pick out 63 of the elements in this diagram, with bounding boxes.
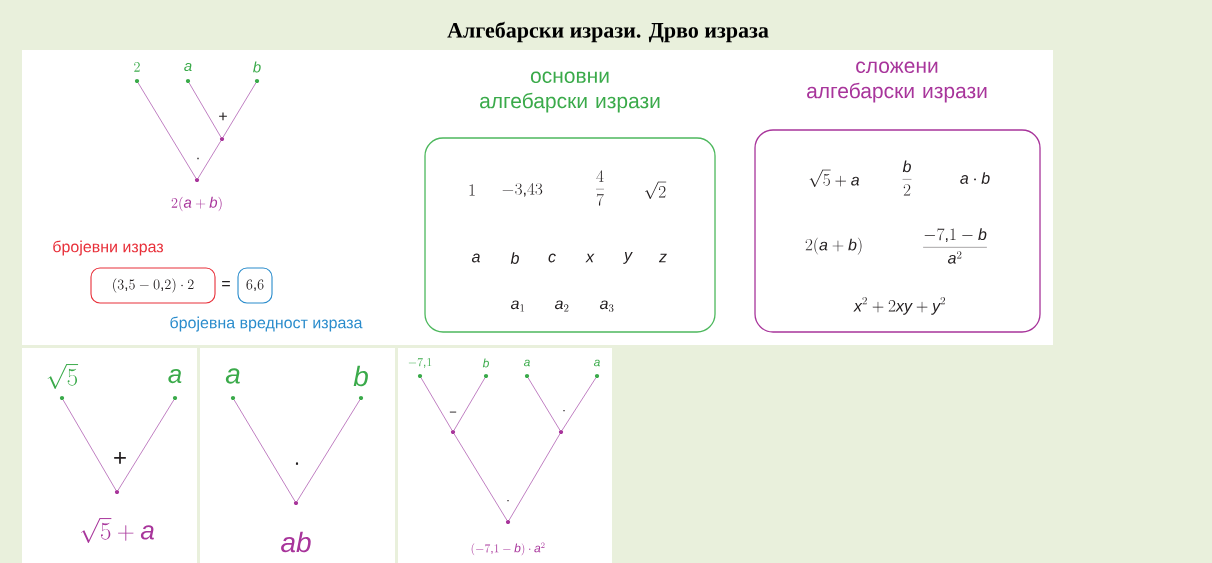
expression-label: $a$	[225, 368, 240, 384]
expression: $x^2+2xy+y^2$	[853, 297, 945, 315]
expression-label: $a$	[523, 359, 530, 367]
expression-box: $(3{,}5-0{,}2)\cdot 2$	[90, 267, 216, 304]
connector-line	[561, 377, 597, 431]
expression: $a\cdot b$	[960, 172, 990, 184]
expression: $a_2$	[554, 300, 569, 312]
heading: основни алгебарски изрази	[480, 71, 660, 113]
expression: $\frac{4}{7}$	[596, 170, 604, 206]
connector-line	[453, 433, 508, 521]
expression: $\sqrt{5}+a$	[809, 169, 860, 187]
expression: $1$	[469, 184, 475, 196]
expression-box: $6{,}6$	[237, 267, 273, 304]
connector-line	[62, 399, 117, 491]
connector-line	[508, 433, 561, 521]
connector-line	[222, 82, 257, 138]
operator-sign: ·	[563, 409, 565, 412]
expression: $c$	[548, 253, 556, 263]
box-label: бројевна вредност израза	[170, 316, 363, 332]
operator-sign: ·	[197, 157, 199, 160]
box-label: бројевни израз	[53, 240, 164, 256]
connector-line	[137, 82, 197, 179]
expression-label: $b$	[253, 61, 261, 73]
connector-line	[453, 377, 486, 431]
expression-label: $ab$	[281, 531, 311, 553]
operator-sign: +	[114, 452, 126, 464]
connector-line	[197, 140, 222, 179]
expression: $\frac{b}{2}$	[902, 160, 912, 196]
expression-label: $2$	[134, 62, 140, 72]
expression: $y$	[623, 252, 633, 264]
operator-sign: −	[449, 411, 457, 413]
expression-label: $a$	[168, 368, 182, 384]
expression: $a_1$	[510, 300, 525, 312]
expression-label: $a$	[593, 359, 600, 367]
connector-line	[527, 377, 561, 431]
expression: $b$	[510, 252, 519, 264]
operator-sign: +	[219, 112, 227, 121]
expression: $a_3$	[599, 300, 614, 312]
operator-sign: ·	[507, 499, 509, 502]
expression-label: $b$	[482, 358, 489, 368]
connector-line	[117, 399, 175, 491]
expression: $z$	[658, 253, 667, 263]
connector-line	[188, 82, 222, 138]
expression-label: $\sqrt{5}$	[47, 364, 79, 389]
connector-line	[296, 399, 361, 502]
expression-label: $(-7{,}1-b)\cdot a^2$	[471, 542, 545, 556]
expression: $x$	[585, 253, 595, 263]
expression-label: $2(a+b)$	[171, 196, 222, 212]
expression-label: $a$	[184, 62, 192, 72]
heading: сложени алгебарски изрази	[807, 61, 987, 103]
connector-line	[233, 399, 296, 502]
expression: $\sqrt{2}$	[645, 181, 667, 199]
equals-sign: =	[222, 281, 230, 287]
connector-line	[420, 377, 453, 431]
expression: $2(a+b)$	[805, 237, 862, 255]
expression-label: $b$	[353, 365, 368, 387]
expression: $a$	[471, 253, 480, 263]
expression-label: $-7{,}1$	[408, 358, 432, 368]
title: Алгебарски изрази. Дрво израза	[447, 21, 769, 43]
expression: $\frac{-7{,}1-b}{a^2}$	[923, 228, 987, 264]
operator-sign: ·	[295, 462, 299, 465]
expression-label: $\sqrt{5}+a$	[81, 518, 154, 543]
expression: $-3{,}43$	[502, 183, 543, 197]
